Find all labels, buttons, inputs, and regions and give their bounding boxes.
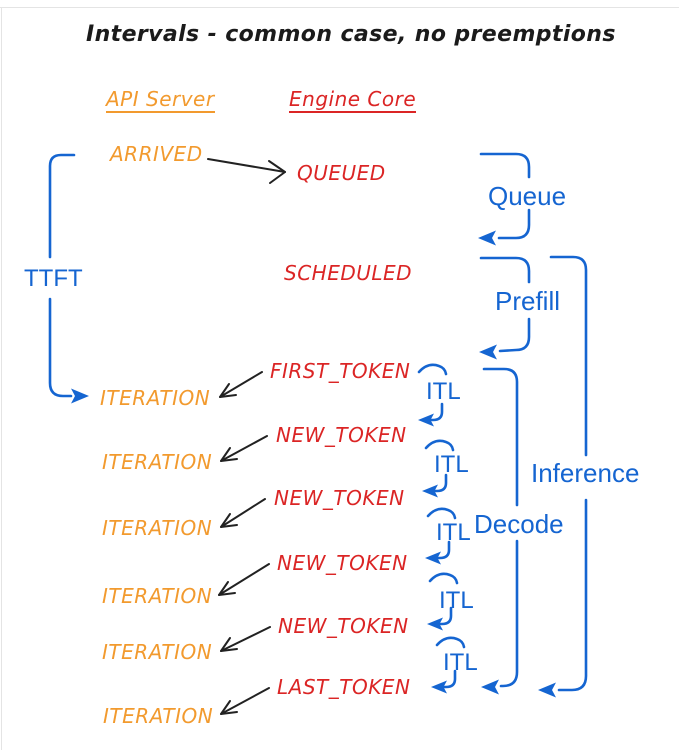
prefill-bracket bbox=[479, 256, 531, 360]
itl-arrowhead-3-icon bbox=[425, 551, 441, 565]
column-header-api-server: API Server bbox=[106, 87, 215, 113]
event-new-token-1: NEW_TOKEN bbox=[276, 423, 407, 447]
queue-bracket-bottom bbox=[497, 208, 531, 240]
event-iteration-1: ITERATION bbox=[100, 386, 211, 410]
event-queued: QUEUED bbox=[297, 161, 386, 185]
prefill-arrowhead-icon bbox=[479, 344, 497, 360]
event-iteration-4: ITERATION bbox=[102, 584, 213, 608]
itl-arrow-5 bbox=[442, 669, 457, 689]
arrow-arrived-to-queued bbox=[207, 158, 286, 184]
ttft-arrowhead-icon bbox=[71, 388, 89, 404]
event-new-token-3: NEW_TOKEN bbox=[277, 551, 408, 575]
interval-label-itl-5: ITL bbox=[443, 649, 478, 676]
event-iteration-3: ITERATION bbox=[102, 516, 213, 540]
itl-arrow-3 bbox=[436, 540, 451, 560]
itl-arrow-1 bbox=[429, 402, 444, 422]
queue-bracket bbox=[478, 152, 531, 246]
interval-label-itl-4: ITL bbox=[439, 587, 474, 614]
itl-return-arrows bbox=[418, 402, 457, 694]
arrow-new-token-2-to-iteration bbox=[220, 498, 266, 528]
itl-arrowhead-1-icon bbox=[418, 413, 434, 427]
decode-bracket bbox=[481, 367, 519, 695]
itl-arrow-2 bbox=[433, 473, 448, 493]
arrow-line bbox=[220, 498, 266, 528]
itl-hook-3 bbox=[426, 507, 457, 520]
event-last-token: LAST_TOKEN bbox=[277, 675, 411, 699]
arrow-first-token-to-iteration bbox=[219, 371, 263, 398]
queue-bracket-top bbox=[479, 152, 531, 179]
itl-hooks bbox=[417, 363, 466, 649]
arrow-head-icon bbox=[218, 581, 236, 596]
queue-arrowhead-icon bbox=[478, 230, 496, 246]
decode-arrowhead-icon bbox=[481, 679, 499, 695]
inference-bracket-bottom bbox=[557, 498, 588, 692]
itl-arrowhead-2-icon bbox=[422, 484, 438, 498]
itl-hook-2 bbox=[424, 439, 455, 452]
inference-bracket bbox=[538, 255, 588, 698]
event-scheduled: SCHEDULED bbox=[284, 261, 413, 285]
event-arrived: ARRIVED bbox=[110, 142, 203, 166]
interval-label-decode: Decode bbox=[474, 509, 564, 539]
arrow-line bbox=[220, 687, 270, 715]
page-edge-lines bbox=[0, 7, 679, 750]
interval-label-itl-1: ITL bbox=[426, 378, 461, 405]
arrow-new-token-1-to-iteration bbox=[220, 435, 268, 462]
interval-label-inference: Inference bbox=[531, 458, 640, 488]
interval-label-prefill: Prefill bbox=[495, 286, 561, 316]
itl-arrowhead-4-icon bbox=[427, 617, 443, 631]
arrow-head-icon bbox=[219, 383, 237, 398]
prefill-bracket-top bbox=[479, 256, 531, 284]
arrow-head-icon bbox=[220, 637, 238, 652]
interval-label-itl-2: ITL bbox=[434, 451, 469, 478]
inference-bracket-top bbox=[549, 255, 588, 457]
inference-arrowhead-icon bbox=[538, 682, 556, 698]
arrow-line bbox=[220, 435, 268, 462]
ttft-bracket bbox=[48, 153, 89, 404]
arrow-line bbox=[219, 371, 263, 398]
event-first-token: FIRST_TOKEN bbox=[270, 359, 411, 383]
event-iteration-5: ITERATION bbox=[102, 640, 213, 664]
decode-bracket-top bbox=[482, 367, 519, 507]
arrow-arrived-head-icon bbox=[268, 160, 286, 184]
arrow-new-token-4-to-iteration bbox=[220, 626, 271, 652]
arrow-new-token-3-to-iteration bbox=[218, 563, 270, 596]
arrow-line bbox=[218, 563, 270, 596]
itl-hook-4 bbox=[428, 572, 459, 585]
arrow-head-icon bbox=[220, 447, 238, 462]
itl-arrowhead-5-icon bbox=[431, 680, 447, 694]
prefill-bracket-bottom bbox=[498, 317, 531, 353]
arrow-last-token-to-iteration bbox=[220, 687, 270, 715]
ttft-bracket-top bbox=[48, 153, 76, 259]
interval-label-queue: Queue bbox=[488, 181, 567, 211]
event-new-token-4: NEW_TOKEN bbox=[278, 614, 409, 638]
arrow-line bbox=[220, 626, 271, 652]
interval-label-ttft: TTFT bbox=[24, 265, 83, 292]
interval-label-itl-3: ITL bbox=[436, 519, 471, 546]
arrow-head-icon bbox=[220, 513, 238, 528]
event-new-token-2: NEW_TOKEN bbox=[274, 486, 405, 510]
arrow-head-icon bbox=[220, 700, 238, 715]
column-header-engine-core: Engine Core bbox=[289, 87, 417, 113]
arrow-arrived-line bbox=[207, 158, 286, 173]
decode-bracket-bottom bbox=[499, 539, 519, 688]
event-iteration-6: ITERATION bbox=[103, 704, 214, 728]
itl-hook-5 bbox=[435, 636, 466, 649]
itl-hook-1 bbox=[417, 363, 448, 376]
page-title: Intervals - common case, no preemptions bbox=[86, 22, 616, 47]
ttft-bracket-bottom bbox=[48, 297, 73, 398]
itl-arrow-4 bbox=[438, 606, 453, 626]
event-iteration-2: ITERATION bbox=[102, 450, 213, 474]
